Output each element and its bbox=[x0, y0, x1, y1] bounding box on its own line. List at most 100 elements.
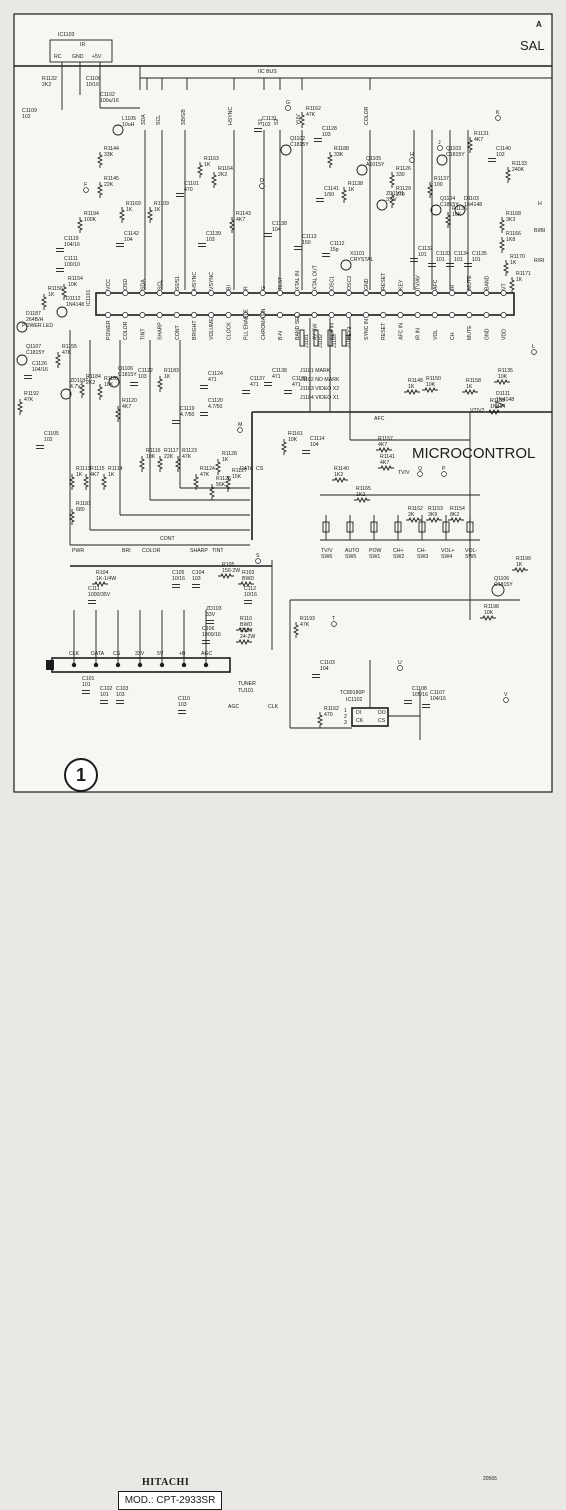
pin-label-bottom: CLOCK bbox=[226, 322, 232, 340]
transistor-symbol bbox=[491, 583, 505, 597]
pin-top bbox=[156, 290, 163, 296]
value: 101 bbox=[454, 257, 463, 263]
value: 22K bbox=[164, 454, 174, 460]
pin-label-bottom: BRIGHT bbox=[192, 320, 198, 340]
ref: R1158 bbox=[466, 378, 481, 384]
brand: HITACHI bbox=[142, 1477, 190, 1488]
key-name: TV/V bbox=[321, 548, 333, 554]
resistor-symbol bbox=[40, 294, 48, 310]
value: 4.7V bbox=[70, 384, 81, 390]
value: 1N4148 bbox=[464, 202, 482, 208]
model-number: MOD.: CPT-2933SR bbox=[118, 1491, 222, 1510]
ref: R1114 bbox=[108, 466, 123, 472]
jumper-j1182: J1182 bbox=[313, 329, 324, 348]
ref: C1111 bbox=[64, 256, 78, 262]
ref: R1199 bbox=[516, 556, 531, 562]
pin-top bbox=[105, 290, 111, 296]
ref: Q1106 bbox=[118, 366, 133, 372]
ref: R1138 bbox=[348, 181, 363, 187]
value: 10K bbox=[68, 282, 78, 288]
signal-scl: SCL bbox=[156, 115, 162, 125]
resistor-symbol bbox=[68, 474, 76, 490]
ic1103: IC1103 IR RC GND +5V C1106 10/16 C1102 1… bbox=[22, 32, 140, 120]
resistor-symbol bbox=[494, 378, 510, 386]
value: 15K bbox=[232, 474, 242, 480]
tuner-pin bbox=[159, 662, 165, 668]
value: 264B/H bbox=[26, 317, 44, 323]
value: 33K bbox=[334, 152, 344, 158]
pin-bottom bbox=[311, 312, 318, 318]
svg-text:C1106: C1106 bbox=[86, 76, 101, 82]
resistor-symbol bbox=[512, 566, 528, 574]
ref: C1119 bbox=[180, 406, 195, 412]
ref: R1155 bbox=[62, 344, 77, 350]
schematic-sheet: SAL IIC BUS IC1103 IR RC GND +5V C1106 1… bbox=[13, 13, 553, 793]
pin-label-bottom: SYNC IN bbox=[364, 319, 370, 340]
eeprom-ref: IC1102 bbox=[346, 697, 362, 703]
ref: C1141 bbox=[324, 186, 339, 192]
bus-color: COLOR bbox=[142, 548, 161, 554]
signal-yuv: YUV bbox=[296, 114, 302, 125]
ref: C110 bbox=[178, 696, 190, 702]
svg-text:100u/16: 100u/16 bbox=[100, 98, 119, 104]
key-ref: SW1 bbox=[369, 554, 380, 560]
ref: R1145 bbox=[104, 176, 119, 182]
diode-symbol bbox=[495, 401, 506, 409]
resistor-symbol bbox=[60, 284, 68, 300]
page-number: 1 bbox=[64, 758, 98, 792]
value: 103 bbox=[322, 132, 331, 138]
pin-label-bottom: VOLUME bbox=[209, 318, 215, 340]
value: C1815Y bbox=[118, 372, 137, 378]
ref: C1137 bbox=[250, 376, 265, 382]
resistor-symbol bbox=[16, 399, 24, 415]
ref: R1129 bbox=[396, 186, 411, 192]
svg-text:2K2: 2K2 bbox=[42, 82, 51, 88]
ref: R1150 bbox=[426, 376, 441, 382]
transistor-symbol bbox=[56, 306, 68, 318]
pin-bottom bbox=[328, 312, 335, 318]
resistor-symbol bbox=[236, 638, 252, 646]
ref: C105 bbox=[172, 570, 185, 576]
ref: L1105 bbox=[122, 116, 136, 122]
transistor-symbol bbox=[60, 388, 72, 400]
pin-bottom bbox=[225, 312, 232, 318]
net-marker-label: T bbox=[332, 616, 336, 622]
value: 4K7 bbox=[236, 217, 245, 223]
tuner-pin-data: DATA bbox=[91, 651, 105, 657]
value: 471 bbox=[292, 382, 301, 388]
ref: R1128 bbox=[222, 451, 237, 457]
jumper-note-4: J1184 VIDEO X1 bbox=[300, 395, 339, 401]
value: 1N4148 bbox=[66, 302, 84, 308]
value: 1K bbox=[466, 384, 473, 390]
ref: R1116 bbox=[146, 448, 161, 454]
value: 270 bbox=[396, 192, 405, 198]
pin-label-top: TV/AV bbox=[416, 275, 422, 290]
jumper-note-2: J1182 NO MARK bbox=[300, 377, 340, 383]
pin-top bbox=[191, 290, 197, 296]
value: 1N414 bbox=[490, 404, 505, 410]
ref: R1198 bbox=[484, 604, 499, 610]
ref: R1109 bbox=[154, 201, 169, 207]
tuner-pin-cs: CS bbox=[113, 651, 121, 657]
signal-sda: SDA bbox=[141, 114, 147, 125]
transistor-symbol bbox=[340, 259, 352, 271]
ref: C102 bbox=[100, 686, 113, 692]
